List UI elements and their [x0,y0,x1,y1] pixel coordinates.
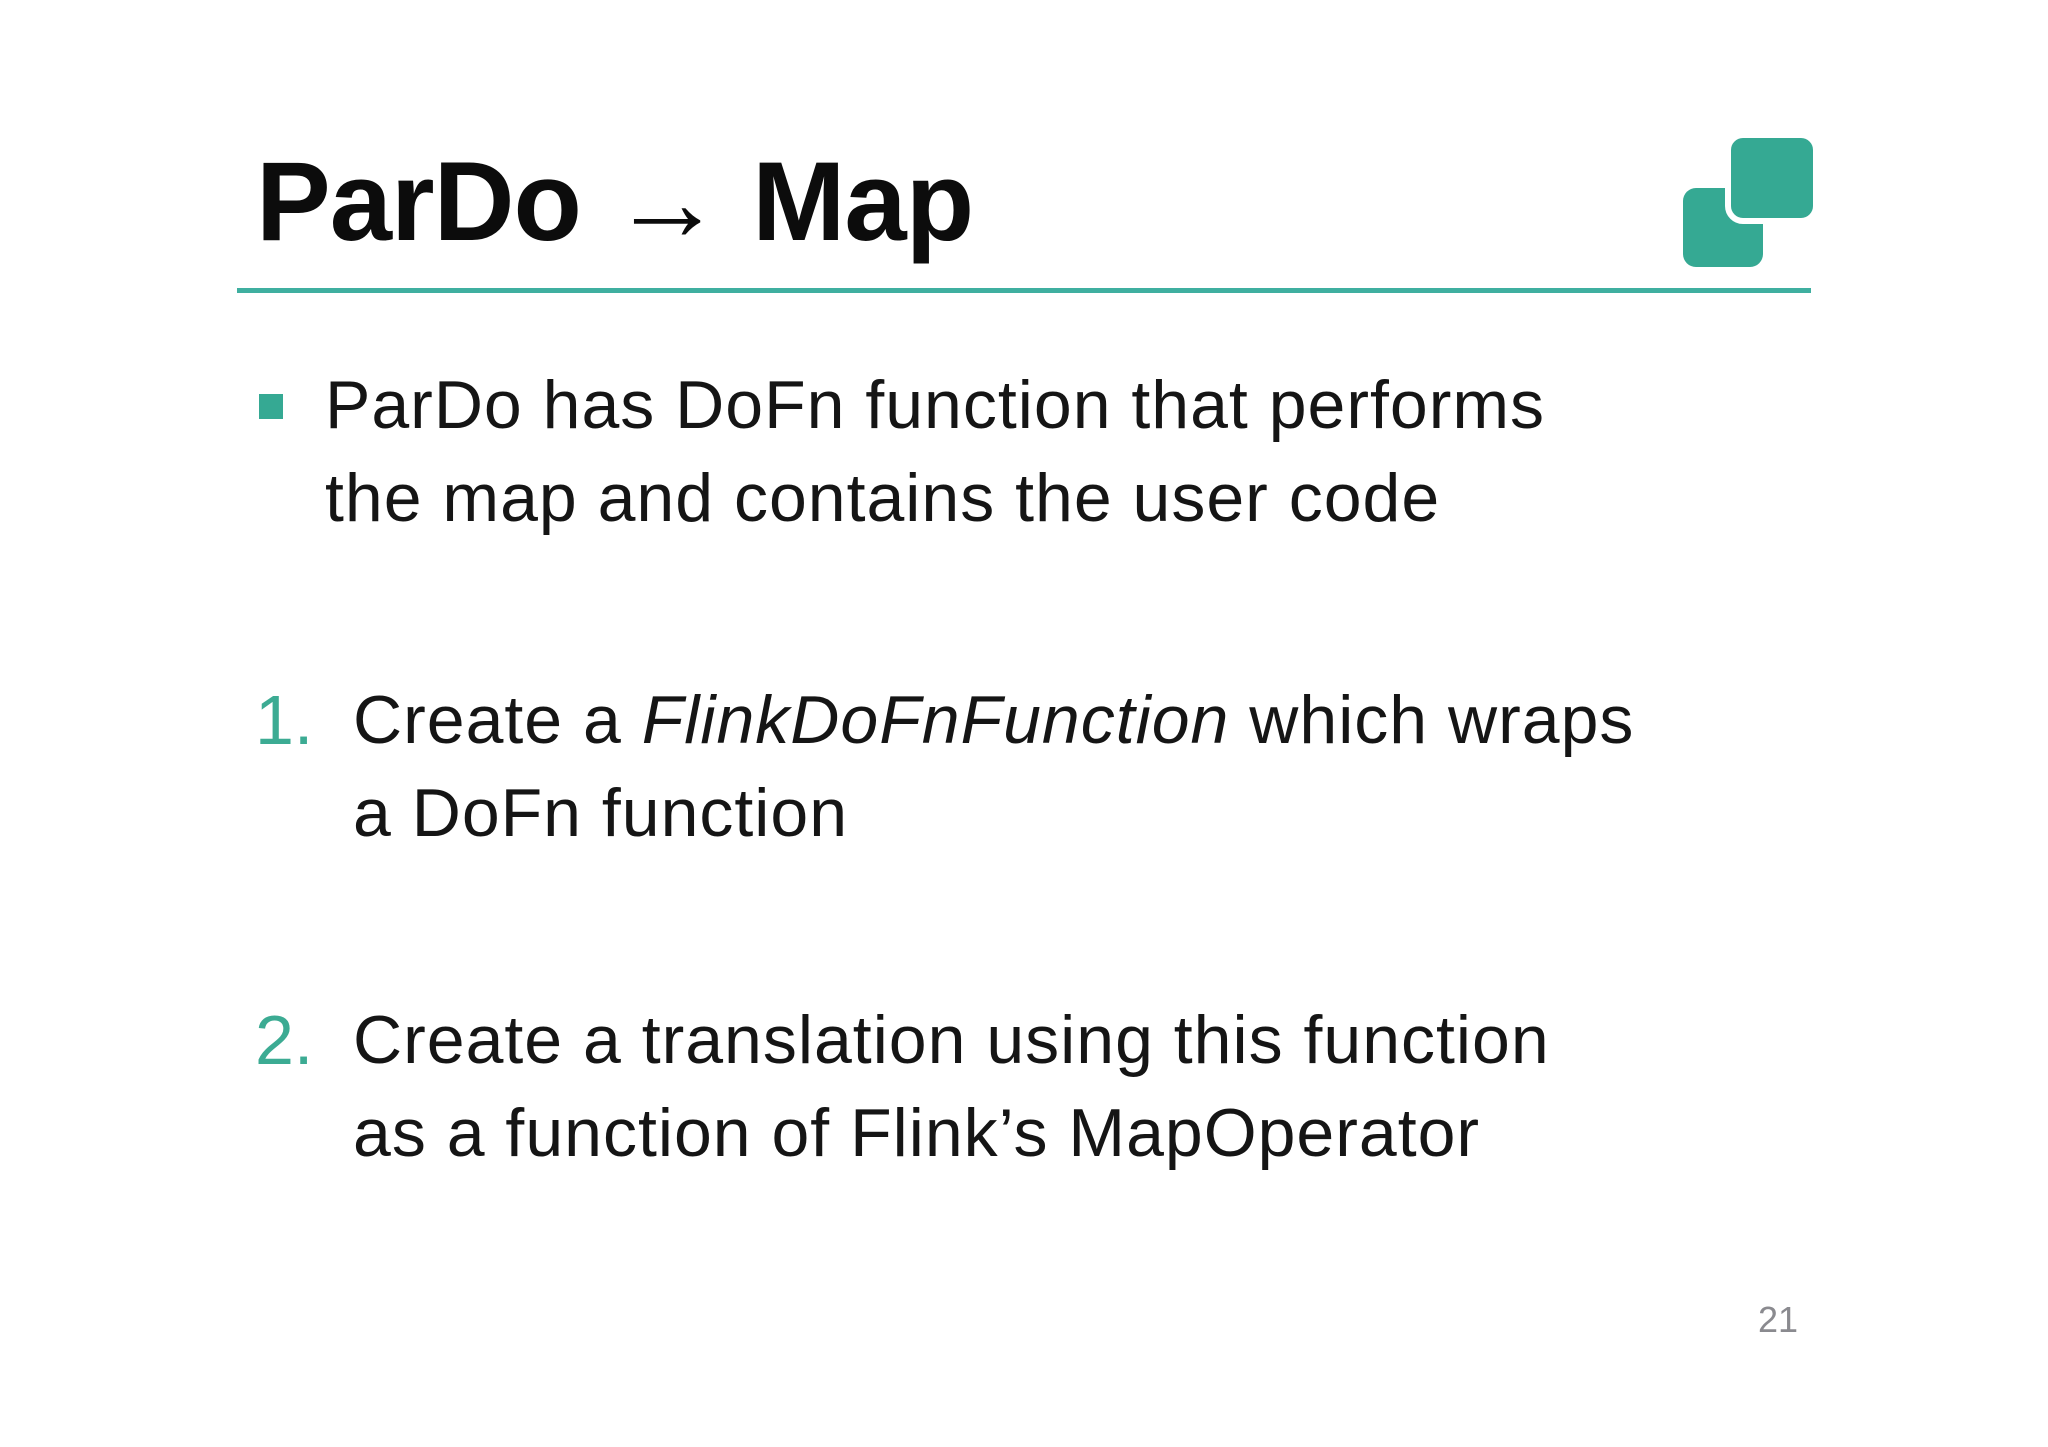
item-1-line-1: Create a FlinkDoFnFunction which wraps [353,674,1634,767]
item-2-line-2: as a function of Flink’s MapOperator [353,1095,1481,1171]
numbered-item-2: 2. Create a translation using this funct… [255,994,1550,1180]
item-1-line-2: a DoFn function [353,775,849,851]
bullet-line-1: ParDo has DoFn function that performs [325,367,1545,443]
slide-title: ParDo → Map [256,139,974,264]
bullet-line-2: the map and contains the user code [325,460,1441,536]
item-2-text: Create a translation using this function… [353,994,1550,1180]
logo-square-front-icon [1725,132,1819,224]
page-number: 21 [1758,1299,1799,1340]
bullet-square-icon [259,394,283,419]
item-2-line-1: Create a translation using this function [353,1002,1550,1078]
item-2-number: 2. [255,1001,314,1079]
item-1-line1-italic: FlinkDoFnFunction [641,682,1230,758]
numbered-item-1: 1. Create a FlinkDoFnFunction which wrap… [255,674,1634,860]
overlapping-squares-logo [1683,132,1823,272]
title-underline [237,288,1811,293]
item-1-number: 1. [255,681,314,759]
item-1-text: Create a FlinkDoFnFunction which wraps a… [353,674,1634,860]
bullet-paragraph: ParDo has DoFn function that performs th… [325,359,1545,545]
item-1-line1-post: which wraps [1229,682,1635,758]
item-1-line1-pre: Create a [353,682,642,758]
